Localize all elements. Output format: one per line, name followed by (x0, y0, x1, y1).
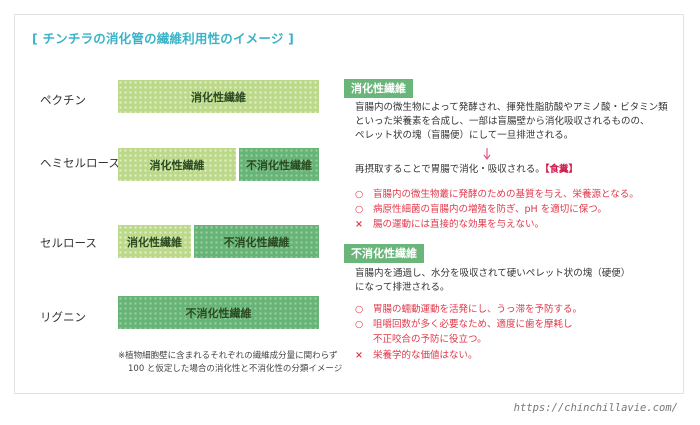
insoluble-point-text: 栄養学的な価値はない。 (373, 350, 478, 361)
pectin-soluble-label: 消化性繊維 (191, 90, 246, 104)
cellulose-insoluble-bar: 不消化性繊維 (194, 225, 319, 258)
footnote-line-1: ※植物細胞壁に含まれるそれぞれの繊維成分量に関わらず (118, 351, 338, 361)
row-label-pectin: ペクチン (40, 93, 86, 107)
cellulose-insoluble-label: 不消化性繊維 (223, 235, 290, 249)
bar-divider (236, 148, 239, 181)
hemicellulose-soluble-label: 消化性繊維 (149, 158, 205, 172)
insoluble-desc-line-1: 盲腸内を通過し、水分を吸収されて硬いペレット状の塊（硬便） (355, 268, 631, 279)
footnote-line-2: 100 と仮定した場合の消化性と不消化性の分類イメージ (128, 364, 343, 374)
soluble-point: × 腸の運動には直接的な効果を与えない。 (355, 218, 544, 232)
cross-mark-icon: × (355, 350, 363, 361)
soluble-point: ○ 盲腸内の微生物叢に発酵のための基質を与え、栄養源となる。 (355, 188, 639, 202)
hemicellulose-soluble-bar: 消化性繊維 (118, 148, 236, 181)
cellulose-soluble-bar: 消化性繊維 (118, 225, 191, 258)
row-label-lignin: リグニン (40, 310, 86, 324)
insoluble-tag: 不消化性繊維 (344, 244, 424, 263)
site-url: https://chinchillavie.com/ (513, 402, 678, 414)
soluble-point: ○ 病原性細菌の盲腸内の増殖を防ぎ、pH を適切に保つ。 (355, 203, 607, 217)
insoluble-point: ○ 咀嚼回数が多く必要なため、適度に歯を摩耗し (355, 318, 573, 332)
coprophagy-label: 【食糞】 (544, 164, 578, 175)
soluble-point-text: 病原性細菌の盲腸内の増殖を防ぎ、pH を適切に保つ。 (373, 204, 607, 215)
circle-mark-icon: ○ (355, 189, 364, 200)
soluble-point-text: 腸の運動には直接的な効果を与えない。 (373, 219, 545, 230)
insoluble-point: ○ 胃腸の蠕動運動を活発にし、うっ滞を予防する。 (355, 303, 582, 317)
figure-frame (14, 14, 684, 394)
hemicellulose-insoluble-bar: 不消化性繊維 (239, 148, 319, 181)
circle-mark-icon: ○ (355, 304, 364, 315)
hemicellulose-insoluble-label: 不消化性繊維 (246, 158, 312, 172)
insoluble-point: × 栄養学的な価値はない。 (355, 349, 478, 363)
insoluble-point-text: 不正咬合の予防に役立つ。 (373, 334, 487, 345)
cellulose-soluble-label: 消化性繊維 (127, 235, 182, 249)
insoluble-point-text: 咀嚼回数が多く必要なため、適度に歯を摩耗し (373, 319, 573, 330)
insoluble-desc-line-2: になって排泄される。 (355, 282, 450, 293)
reingestion-line: 再摂取することで胃腸で消化・吸収される。【食糞】 (355, 163, 578, 177)
lignin-insoluble-bar: 不消化性繊維 (118, 296, 319, 329)
bar-divider (191, 225, 194, 258)
lignin-insoluble-label: 不消化性繊維 (185, 306, 252, 320)
pectin-soluble-bar: 消化性繊維 (118, 80, 319, 113)
row-label-hemicellulose: ヘミセルロース (40, 156, 120, 170)
insoluble-point: 不正咬合の予防に役立つ。 (355, 333, 487, 347)
down-arrow-icon (483, 148, 491, 160)
reingestion-text: 再摂取することで胃腸で消化・吸収される。 (355, 164, 545, 175)
circle-mark-icon: ○ (355, 319, 364, 330)
row-label-cellulose: セルロース (40, 236, 97, 250)
insoluble-point-text: 胃腸の蠕動運動を活発にし、うっ滞を予防する。 (373, 304, 583, 315)
circle-mark-icon: ○ (355, 204, 364, 215)
soluble-point-text: 盲腸内の微生物叢に発酵のための基質を与え、栄養源となる。 (373, 189, 639, 200)
soluble-desc-line-3: ペレット状の塊（盲腸便）にして一旦排泄される。 (355, 130, 574, 141)
soluble-tag: 消化性繊維 (344, 79, 413, 98)
soluble-desc-line-2: といった栄養素を合成し、一部は盲腸壁から消化吸収されるものの、 (355, 116, 650, 127)
figure-title: [ チンチラの消化管の繊維利用性のイメージ ] (32, 31, 294, 46)
cross-mark-icon: × (355, 219, 363, 230)
soluble-desc-line-1: 盲腸内の微生物によって発酵され、揮発性脂肪酸やアミノ酸・ビタミン類 (355, 102, 668, 113)
